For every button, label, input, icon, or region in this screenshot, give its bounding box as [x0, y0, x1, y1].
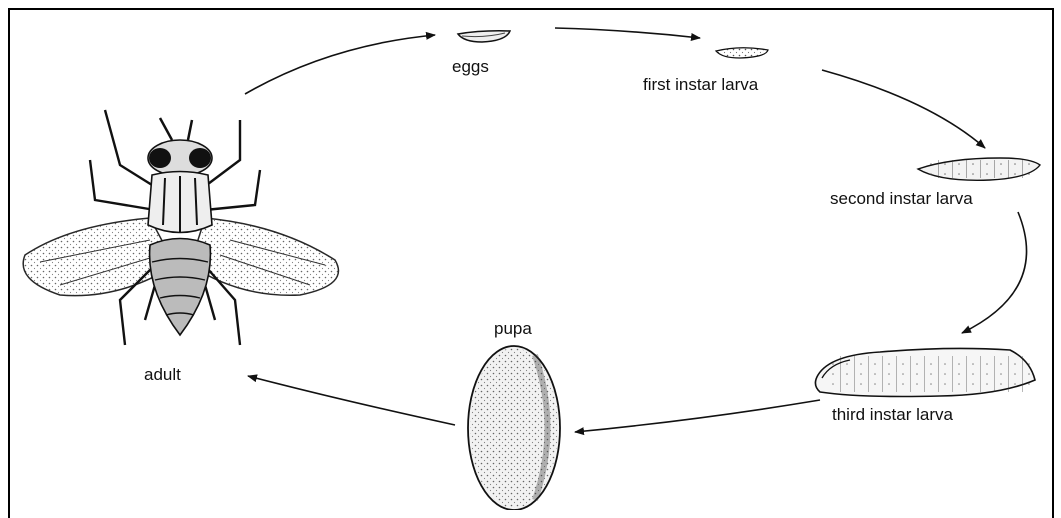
arrow-adult-to-eggs [245, 35, 435, 94]
third-instar-larva-illustration [815, 348, 1035, 396]
arrow-first-to-second-instar [822, 70, 985, 148]
label-pupa: pupa [494, 319, 532, 338]
second-instar-larva-illustration [918, 158, 1040, 180]
first-instar-larva-illustration [716, 48, 768, 58]
arrow-pupa-to-adult [248, 376, 455, 425]
arrow-second-to-third-instar [962, 212, 1027, 333]
label-second-instar-larva: second instar larva [830, 189, 973, 208]
label-adult: adult [144, 365, 181, 384]
adult-fly-illustration [23, 110, 338, 345]
label-third-instar-larva: third instar larva [832, 405, 953, 424]
label-eggs: eggs [452, 57, 489, 76]
pupa-illustration [468, 346, 560, 510]
label-first-instar-larva: first instar larva [643, 75, 759, 94]
eggs-illustration [458, 31, 510, 42]
arrow-third-instar-to-pupa [575, 400, 820, 432]
arrow-eggs-to-first-instar [555, 28, 700, 38]
